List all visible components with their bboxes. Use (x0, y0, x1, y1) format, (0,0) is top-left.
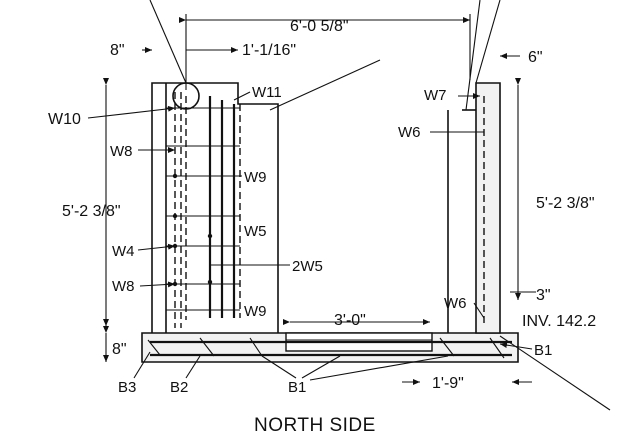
label-b1-bottom: B1 (288, 379, 306, 396)
leader (499, 342, 533, 350)
dim-trough-length: 3'-0" (334, 312, 366, 329)
label-w11: W11 (252, 84, 282, 101)
right-leader-2 (465, 0, 481, 111)
label-b2: B2 (170, 379, 188, 396)
right-leader (475, 0, 501, 84)
label-w7: W7 (424, 87, 447, 104)
drawing-title: NORTH SIDE (254, 415, 376, 436)
label-w8-top: W8 (110, 143, 133, 160)
right-wall (475, 82, 501, 334)
leader (309, 355, 449, 381)
leader (137, 243, 176, 251)
label-w10: W10 (48, 111, 81, 128)
leader (269, 59, 381, 111)
right-leader-3 (499, 335, 611, 411)
label-w9-top: W9 (244, 169, 267, 186)
dim-offset: 1'-1/16" (242, 42, 296, 59)
leader (261, 355, 297, 379)
label-w6-top: W6 (398, 124, 421, 141)
left-wall (151, 82, 279, 333)
label-b3: B3 (118, 379, 136, 396)
leader (87, 105, 176, 119)
leader (233, 91, 251, 101)
slab-hatch (147, 337, 505, 359)
dim-invert-drop: 3" (536, 287, 551, 304)
label-w8-bottom: W8 (112, 278, 135, 295)
leader (139, 281, 176, 288)
dim-top-span: 6'-0 5/8" (290, 18, 349, 35)
dim-left-height: 5'-2 3/8" (62, 203, 121, 220)
dim-right-offset: 1'-9" (432, 375, 464, 392)
label-w4: W4 (112, 243, 135, 260)
leader (301, 355, 341, 379)
label-2w5: 2W5 (292, 258, 323, 275)
label-b1-right: B1 (534, 342, 552, 359)
label-w5: W5 (244, 223, 267, 240)
dim-right-height: 5'-2 3/8" (536, 195, 595, 212)
label-w9-bottom: W9 (244, 303, 267, 320)
leader (133, 351, 151, 379)
label-w6-bottom: W6 (444, 295, 467, 312)
leader (473, 302, 485, 319)
detail-leader (149, 0, 187, 84)
leader (185, 355, 201, 379)
dim-slab-thickness: 8" (112, 341, 127, 358)
invert-label: INV. 142.2 (522, 313, 596, 330)
dim-left-wall-width: 8" (110, 42, 125, 59)
dim-right-wall-width: 6" (528, 49, 543, 66)
